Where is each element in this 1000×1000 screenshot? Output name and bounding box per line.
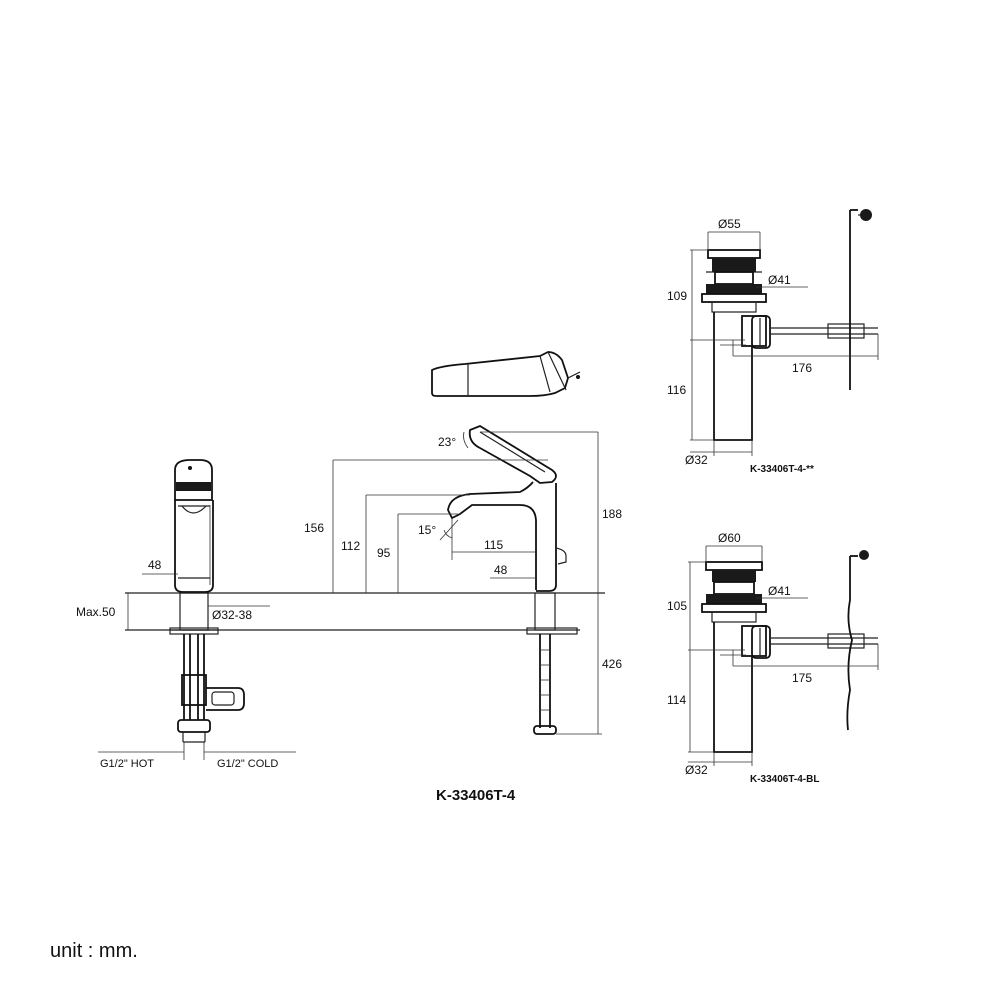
dim-dia-41-bottom: Ø41: [768, 584, 791, 598]
dim-105: 105: [667, 599, 687, 613]
dim-48-left: 48: [148, 558, 162, 572]
drain-bottom-model: K-33406T-4-BL: [750, 774, 819, 785]
dim-max50: Max.50: [76, 605, 116, 619]
dim-114: 114: [667, 693, 686, 707]
drain-bottom-view: Ø60 Ø41 105 114 175 Ø32 K-33406T-4-BL: [667, 531, 879, 785]
dim-dia-32-bottom: Ø32: [685, 763, 708, 777]
faucet-front-view: [169, 459, 245, 743]
dim-156: 156: [304, 521, 324, 535]
faucet-side-view: [447, 424, 578, 735]
dim-176: 176: [792, 361, 812, 375]
dim-dia-55: Ø55: [718, 217, 741, 231]
main-faucet-view: 48 Max.50 Ø32-38 G1/2" HOT G1/2" COLD: [76, 351, 622, 804]
left-dimensions: 48 Max.50 Ø32-38 G1/2" HOT G1/2" COLD: [76, 558, 296, 770]
dim-188: 188: [602, 507, 622, 521]
dim-angle-15: 15°: [418, 523, 436, 537]
dim-dia-60: Ø60: [718, 531, 741, 545]
label-cold: G1/2" COLD: [217, 758, 278, 770]
dim-175: 175: [792, 671, 812, 685]
dim-109: 109: [667, 289, 687, 303]
main-model-title: K-33406T-4: [436, 787, 516, 804]
drain-top-view: Ø55 Ø41 109 116 176 Ø32 K-33406T-4-**: [667, 209, 879, 475]
dim-dia-32-top: Ø32: [685, 453, 708, 467]
dim-116: 116: [667, 383, 686, 397]
dim-112: 112: [341, 539, 360, 553]
dim-426: 426: [602, 657, 622, 671]
dim-angle-23: 23°: [438, 435, 456, 449]
dim-95: 95: [377, 546, 391, 560]
unit-note: unit : mm.: [50, 940, 138, 962]
right-dimensions: 156 112 95 15° 115 48 23°: [304, 431, 622, 735]
drain-top-model: K-33406T-4-**: [750, 464, 814, 475]
dim-115: 115: [484, 538, 503, 552]
label-hot: G1/2" HOT: [100, 758, 154, 770]
dim-dia-32-38: Ø32-38: [212, 608, 252, 622]
dim-dia-41-top: Ø41: [768, 273, 791, 287]
faucet-top-view: [431, 351, 581, 397]
dim-48-right: 48: [494, 563, 508, 577]
